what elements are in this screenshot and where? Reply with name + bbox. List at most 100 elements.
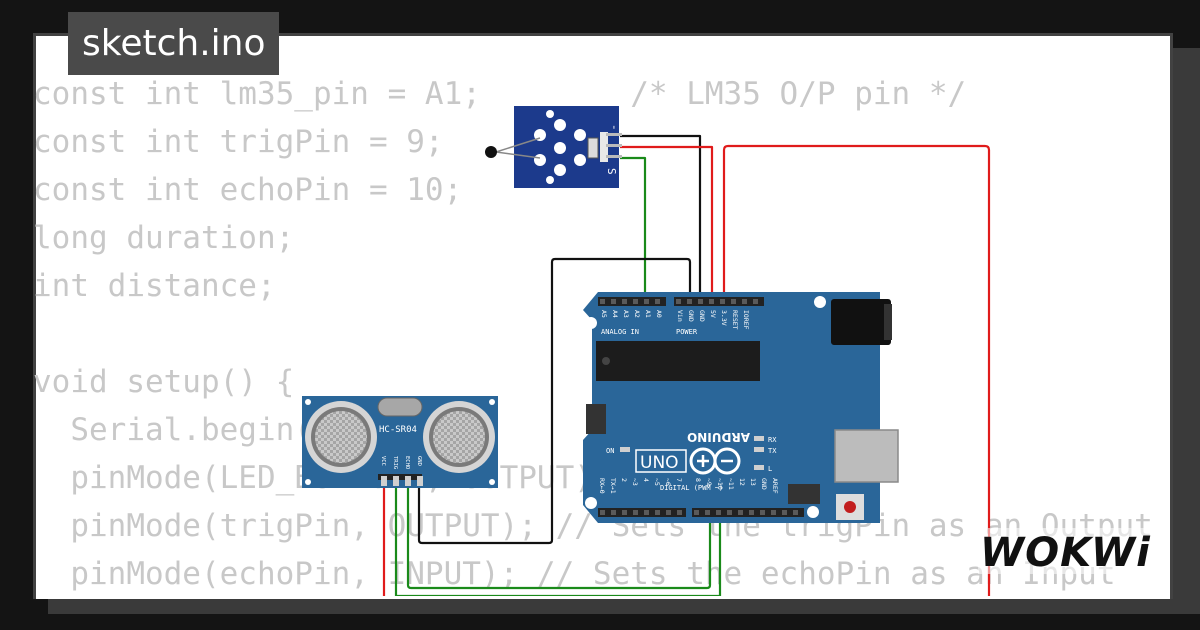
header-pin-hole (611, 299, 616, 304)
brand-label: ARDUINO (687, 430, 750, 444)
code-line: const int echoPin = 10; (33, 172, 463, 208)
wire-red-5v-supply[interactable] (722, 144, 991, 600)
digital-pin-label: ~9 (705, 478, 713, 486)
header-digital-high (692, 508, 804, 517)
hcsr04-label: HC-SR04 (379, 425, 417, 435)
arduino-logo-icon (689, 447, 741, 475)
digital-pin-label: 13 (749, 478, 757, 486)
header-pin-hole (655, 510, 660, 515)
digital-pin-label: ~11 (727, 478, 735, 490)
wire-red-module-vcc[interactable] (620, 145, 714, 303)
analog-pin-label: A2 (633, 310, 641, 318)
hcsr04-pin-label: GND (416, 456, 422, 466)
code-line: const int lm35_pin = A1; /* LM35 O/P pin… (33, 76, 967, 112)
digital-pin-label: 2 (620, 478, 628, 482)
analog-pin-label: A1 (644, 310, 652, 318)
analog-pin-label: A5 (600, 310, 608, 318)
wire-green-trig[interactable] (394, 478, 722, 596)
header-pin-hole (622, 299, 627, 304)
led-l-label: L (768, 465, 772, 473)
power-pin-label: GND (698, 310, 706, 322)
usb-port (834, 429, 899, 483)
hcsr04-pin-labels: VCC TRIG ECHO GND (380, 456, 422, 469)
digital-pin-label: GND (760, 478, 768, 490)
power-pin-label: 5V (709, 310, 717, 318)
header-pin-hole (676, 299, 681, 304)
label-digital: DIGITAL (PWM ~) (660, 484, 723, 492)
digital-pin-label: TX→1 (609, 478, 617, 494)
hcsr04-pin-label: VCC (380, 456, 386, 466)
wire-black-gnd-hcsr04[interactable] (417, 257, 692, 545)
wire-green-echo[interactable] (406, 478, 712, 590)
wokwi-logo-text: WOKWi (980, 530, 1151, 576)
code-line: const int trigPin = 9; (33, 124, 444, 160)
header-pin-hole (644, 299, 649, 304)
power-pin-label: Vin (676, 310, 684, 322)
header-pin-hole (677, 510, 682, 515)
digital-pin-label: 12 (738, 478, 746, 486)
led-on-label: ON (606, 447, 614, 455)
wires (382, 134, 991, 600)
wire-green-module-signal[interactable] (620, 156, 647, 303)
digital-pin-label: ~3 (631, 478, 639, 486)
header-digital-low (598, 508, 686, 517)
header-pin-hole (709, 299, 714, 304)
hcsr04-pin-label: TRIG (392, 456, 398, 469)
header-pin-hole (716, 510, 721, 515)
header-pin-hole (793, 510, 798, 515)
microcontroller-chip (596, 341, 760, 381)
analog-pin-label: A3 (622, 310, 630, 318)
analog-pin-label: A0 (655, 310, 663, 318)
header-pin-hole (760, 510, 765, 515)
analog-pin-label: A4 (611, 310, 619, 318)
header-pin-hole (727, 510, 732, 515)
header-pin-hole (633, 510, 638, 515)
power-jack (831, 299, 891, 345)
module-pin-s-label: S (605, 168, 618, 175)
header-pin-hole (600, 299, 605, 304)
code-line: int distance; (33, 268, 276, 304)
header-pin-hole (771, 510, 776, 515)
wire-black-module-gnd[interactable] (620, 134, 702, 303)
header-pin-hole (622, 510, 627, 515)
header-power (674, 297, 764, 306)
code-line: void setup() { (33, 364, 295, 400)
wokwi-logo[interactable]: WOKWi (978, 528, 1151, 576)
header-analog (598, 297, 666, 306)
power-pin-label: GND (687, 310, 695, 322)
header-pin-hole (600, 510, 605, 515)
led-tx-label: TX (768, 447, 777, 455)
code-line: pinMode(trigPin, OUTPUT); // Sets the tr… (33, 508, 1153, 544)
header-pin-hole (731, 299, 736, 304)
digital-pin-label: RX←0 (598, 478, 606, 494)
header-pin-hole (742, 299, 747, 304)
header-pin-holes (600, 299, 798, 515)
header-pin-hole (749, 510, 754, 515)
header-pin-hole (694, 510, 699, 515)
hcsr04-ultrasonic-sensor[interactable]: HC-SR04 VCC TRIG ECHO GND (302, 396, 498, 488)
header-pin-hole (644, 510, 649, 515)
label-analog-in: ANALOG IN (601, 328, 639, 336)
digital-pin-label: 4 (642, 478, 650, 482)
digital-pin-label: ~5 (653, 478, 661, 486)
header-pin-hole (666, 510, 671, 515)
temperature-sensor-module[interactable]: - S (485, 106, 622, 188)
file-title: sketch.ino (68, 12, 280, 75)
digital-pin-label: 8 (694, 478, 702, 482)
header-pin-hole (738, 510, 743, 515)
thermistor-icon (485, 146, 497, 158)
code-background: const int lm35_pin = A1; /* LM35 O/P pin… (33, 70, 1153, 598)
header-pin-hole (782, 510, 787, 515)
header-pin-hole (698, 299, 703, 304)
module-pin-minus-label: - (608, 124, 621, 131)
arduino-uno-board[interactable]: ANALOG IN POWER DIGITAL (PWM ~) ARDUINO … (583, 292, 899, 523)
header-pin-hole (720, 299, 725, 304)
header-pin-hole (687, 299, 692, 304)
header-pin-hole (753, 299, 758, 304)
code-line: long duration; (33, 220, 295, 256)
hcsr04-pin-label: ECHO (404, 456, 410, 469)
